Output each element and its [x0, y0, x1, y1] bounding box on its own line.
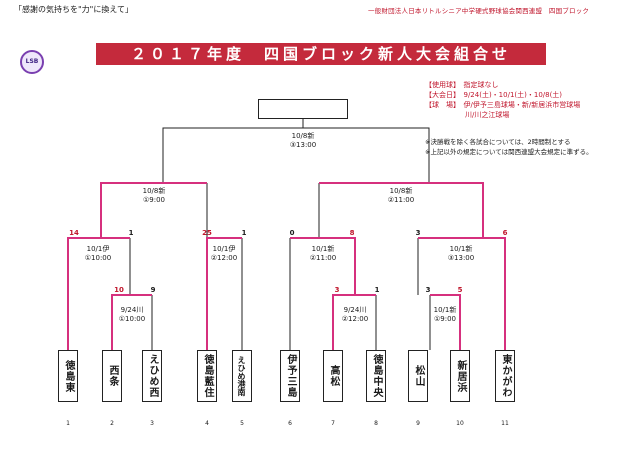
team-seed: 3 [150, 420, 154, 427]
score-qf-a-right: 1 [128, 229, 134, 237]
team-box: 新居浜 [450, 350, 470, 402]
score-qf-c-left: 0 [289, 229, 295, 237]
tournament-notes: ※決勝戦を除く各試合については、2時間制とする ※上記以外の規定については関西連… [425, 137, 593, 157]
info-dates: 【大会日】 9/24(土)・10/1(土)・10/8(土) [425, 91, 563, 99]
team-seed: 7 [331, 420, 335, 427]
team-box: 松山 [408, 350, 428, 402]
match-qf-b: 10/1伊 ②12:00 [210, 245, 238, 262]
score-r1-mid-left: 3 [334, 286, 340, 294]
organization-name: 一般財団法人日本リトルシニア中学硬式野球協会関西連盟 四国ブロック [368, 7, 590, 15]
match-qf-d: 10/1新 ③13:00 [447, 245, 475, 262]
score-qf-c-right: 8 [349, 229, 355, 237]
score-qf-a-left: 14 [69, 229, 79, 237]
team-seed: 5 [240, 420, 244, 427]
score-qf-d-right: 6 [502, 229, 508, 237]
team-box: えひめ西 [142, 350, 162, 402]
score-r1-right-left: 3 [425, 286, 431, 294]
team-box: 東かがわ [495, 350, 515, 402]
win-qf-b [206, 237, 242, 350]
info-venue-2: 川/川之江球場 [465, 111, 510, 119]
logo-text: LSB [25, 58, 39, 65]
league-logo: LSB [20, 50, 44, 74]
match-r1-mid: 9/24川 ②12:00 [341, 306, 369, 323]
team-seed: 10 [456, 420, 464, 427]
match-semi-left: 10/8新 ①9:00 [142, 187, 166, 204]
team-seed: 1 [66, 420, 70, 427]
team-seed: 6 [288, 420, 292, 427]
match-qf-c: 10/1新 ②11:00 [309, 245, 337, 262]
score-r1-left-right: 9 [150, 286, 156, 294]
win-r1-mid [332, 294, 376, 350]
score-r1-mid-right: 1 [374, 286, 380, 294]
team-box: えひめ港南 [232, 350, 252, 402]
team-box: 徳島藍住 [197, 350, 217, 402]
score-r1-right-right: 5 [457, 286, 463, 294]
win-semi-right [319, 182, 484, 238]
team-box: 西条 [102, 350, 122, 402]
team-box: 徳島中央 [366, 350, 386, 402]
win-qf-d [418, 237, 506, 350]
win-semi-left [100, 182, 207, 238]
match-r1-right: 10/1新 ①9:00 [433, 306, 457, 323]
team-seed: 4 [205, 420, 209, 427]
team-box: 伊予三島 [280, 350, 300, 402]
team-seed: 9 [416, 420, 420, 427]
score-qf-b-right: 1 [241, 229, 247, 237]
win-r1-left [111, 294, 152, 350]
win-r1-right [430, 294, 461, 350]
team-seed: 11 [501, 420, 509, 427]
score-qf-d-left: 3 [415, 229, 421, 237]
note-1: ※決勝戦を除く各試合については、2時間制とする [425, 138, 571, 146]
win-qf-c [290, 237, 356, 295]
team-box: 徳島東 [58, 350, 78, 402]
score-qf-b-left: 25 [202, 229, 212, 237]
score-r1-left-left: 10 [114, 286, 124, 294]
tournament-info: 【使用球】 指定球なし 【大会日】 9/24(土)・10/1(土)・10/8(土… [425, 80, 580, 120]
champion-box [258, 99, 348, 119]
team-seed: 2 [110, 420, 114, 427]
page-title: ２０１７年度 四国ブロック新人大会組合せ [96, 43, 546, 65]
match-semi-right: 10/8新 ②11:00 [387, 187, 415, 204]
slogan: 「感謝の気持ちを"力"に換えて」 [14, 5, 133, 14]
win-qf-a [67, 237, 130, 350]
match-qf-a: 10/1伊 ①10:00 [84, 245, 112, 262]
final-bar [162, 127, 430, 183]
match-final: 10/8新 ③13:00 [289, 132, 317, 149]
note-2: ※上記以外の規定については関西連盟大会規定に準ずる。 [425, 148, 593, 156]
team-seed: 8 [374, 420, 378, 427]
team-box: 高松 [323, 350, 343, 402]
match-r1-left: 9/24川 ①10:00 [118, 306, 146, 323]
info-ball: 【使用球】 指定球なし [425, 81, 499, 89]
info-venue: 【球 場】 伊/伊予三島球場・新/新居浜市営球場 [425, 101, 581, 109]
